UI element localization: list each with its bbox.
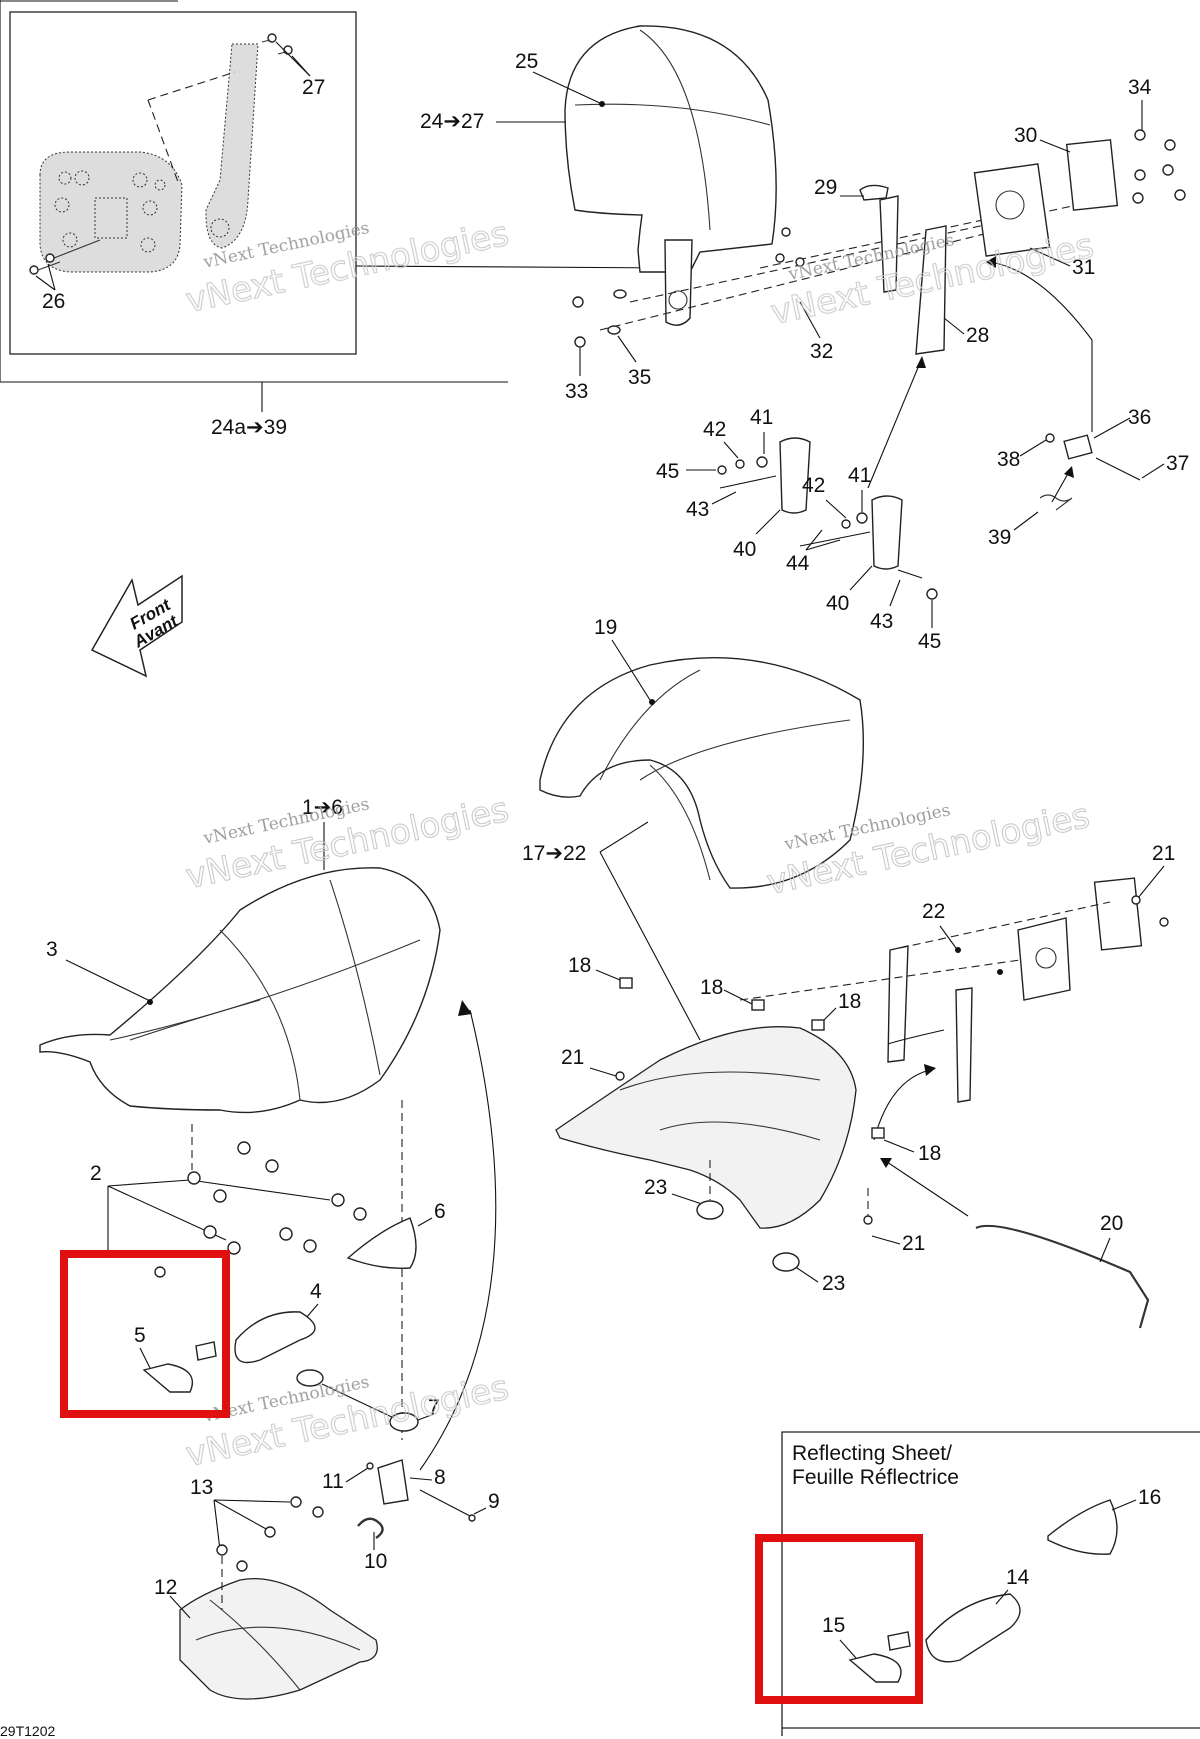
callout-42a: 42 — [703, 418, 726, 441]
inset-title-fr: Feuille Réflectrice — [792, 1466, 959, 1489]
callout-2: 2 — [90, 1162, 102, 1185]
callout-45b: 45 — [918, 630, 941, 653]
inset-reflecting-sheet: Reflecting Sheet/ Feuille Réflectrice 16… — [781, 1431, 1200, 1736]
callout-14: 14 — [1006, 1566, 1030, 1589]
callout-18b: 18 — [700, 976, 723, 999]
callout-43a: 43 — [686, 498, 709, 521]
callout-10: 10 — [364, 1550, 387, 1573]
latch-hardware: 36 38 37 39 — [988, 406, 1189, 549]
callout-42b: 42 — [802, 474, 825, 497]
callout-27: 27 — [302, 76, 325, 99]
callout-18a: 18 — [568, 954, 591, 977]
callout-36: 36 — [1128, 406, 1151, 429]
callout-32: 32 — [810, 340, 833, 363]
callout-24-27: 24➔27 — [420, 110, 484, 133]
callout-28: 28 — [966, 324, 989, 347]
highlight-box-part-5 — [60, 1250, 230, 1418]
callout-25: 25 — [515, 50, 538, 73]
inset-title-en: Reflecting Sheet/ — [792, 1442, 952, 1465]
seat-frame-hardware: 21 22 18 18 18 21 18 23 21 23 — [561, 842, 1175, 1329]
callout-38: 38 — [997, 448, 1020, 471]
callout-23b: 23 — [822, 1272, 845, 1295]
callout-44: 44 — [786, 552, 810, 575]
callout-15: 15 — [822, 1614, 845, 1637]
callout-40a: 40 — [733, 538, 756, 561]
callout-26: 26 — [42, 290, 65, 313]
callout-7: 7 — [428, 1396, 440, 1419]
callout-12: 12 — [154, 1576, 177, 1599]
callout-33: 33 — [565, 380, 588, 403]
callout-20: 20 — [1100, 1212, 1123, 1235]
callout-37: 37 — [1166, 452, 1189, 475]
callout-18d: 18 — [918, 1142, 941, 1165]
callout-11: 11 — [322, 1470, 344, 1493]
callout-4: 4 — [310, 1280, 322, 1303]
callout-18c: 18 — [838, 990, 861, 1013]
callout-16: 16 — [1138, 1486, 1161, 1509]
callout-6: 6 — [434, 1200, 446, 1223]
upper-hardware: 34 30 29 31 28 32 33 35 — [565, 76, 1186, 432]
callout-21b: 21 — [561, 1046, 584, 1069]
callout-9: 9 — [488, 1490, 500, 1513]
callout-31: 31 — [1072, 256, 1095, 279]
callout-35: 35 — [628, 366, 651, 389]
passenger-seat: 19 — [539, 616, 865, 889]
backrest-assembly: 25 24➔27 24a➔39 — [211, 25, 777, 439]
callout-30: 30 — [1014, 124, 1037, 147]
callout-21a: 21 — [1152, 842, 1175, 865]
callout-34: 34 — [1128, 76, 1152, 99]
front-direction-arrow: Front Avant — [90, 574, 183, 678]
seat-post-hardware: 42 41 45 43 40 42 41 44 40 43 45 — [656, 356, 941, 653]
callout-8: 8 — [434, 1466, 446, 1489]
callout-3: 3 — [46, 938, 58, 961]
callout-29: 29 — [814, 176, 837, 199]
callout-22: 22 — [922, 900, 945, 923]
callout-39: 39 — [988, 526, 1011, 549]
callout-41b: 41 — [848, 464, 871, 487]
callout-45a: 45 — [656, 460, 679, 483]
screw-27-group — [261, 33, 311, 77]
callout-40b: 40 — [826, 592, 849, 615]
callout-21c: 21 — [902, 1232, 925, 1255]
driver-seat-hardware: 2 6 4 5 7 11 8 9 10 — [90, 1124, 500, 1700]
callout-41a: 41 — [750, 406, 773, 429]
highlight-box-part-15 — [755, 1534, 923, 1704]
callout-17-22: 17➔22 — [522, 842, 586, 865]
screw-26-group — [29, 239, 101, 291]
callout-19: 19 — [594, 616, 617, 639]
callout-23a: 23 — [644, 1176, 667, 1199]
callout-1-6: 1➔6 — [302, 796, 343, 819]
driver-seat: 3 1➔6 — [39, 796, 497, 1471]
callout-24a-39: 24a➔39 — [211, 416, 287, 439]
callout-13: 13 — [190, 1476, 213, 1499]
seat-base-frame — [555, 877, 1143, 1229]
inset-backrest-plate: 27 26 — [0, 0, 677, 412]
callout-43b: 43 — [870, 610, 893, 633]
callout-5: 5 — [134, 1324, 146, 1347]
document-id: 29T1202 — [0, 1723, 55, 1739]
